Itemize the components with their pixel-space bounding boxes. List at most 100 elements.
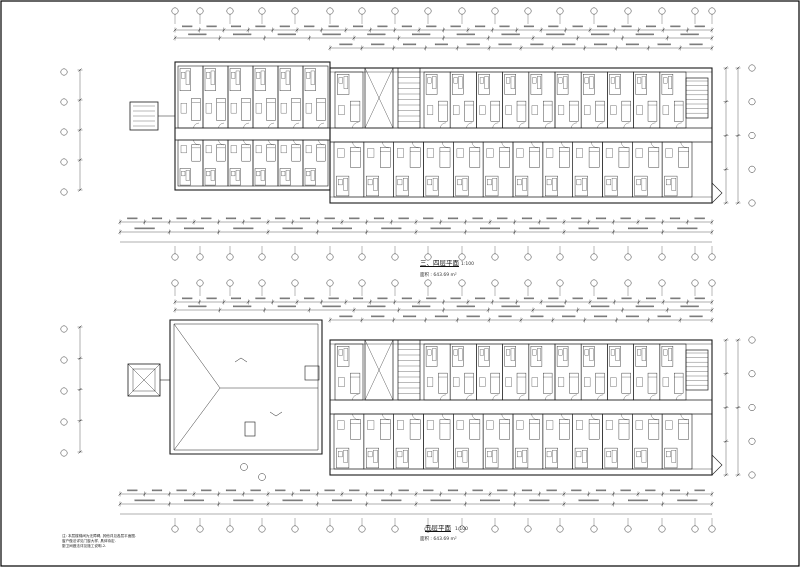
door-swing <box>597 394 604 401</box>
axis-bubble-bottom <box>658 253 666 261</box>
bathtub <box>210 70 215 85</box>
dimension-slash <box>417 28 421 32</box>
dimension-slash <box>78 387 82 392</box>
dimension-text-mark <box>353 25 364 28</box>
axis-bubble-right <box>748 98 756 106</box>
dimension-text-mark <box>184 227 204 230</box>
dimension-slash <box>290 492 295 496</box>
axis-bubble-right <box>748 199 756 207</box>
toilet <box>663 349 668 356</box>
dimension-text-mark <box>562 315 576 318</box>
axis-bubble-bottom <box>196 525 204 533</box>
bathroom <box>478 74 490 95</box>
bathroom <box>485 175 499 197</box>
bathtub <box>668 76 673 89</box>
dimension-text-mark <box>594 315 608 318</box>
dimension-text-mark <box>401 25 412 28</box>
dimension-slash <box>490 28 494 32</box>
axis-bubble-top <box>691 279 699 287</box>
bathtub <box>185 70 190 85</box>
axis-bubble-bottom <box>458 253 466 261</box>
bed <box>559 419 570 440</box>
upper-plan-title: 三、四层平面 <box>420 259 459 267</box>
axis-bubble-top <box>226 7 234 15</box>
desk <box>662 377 669 387</box>
dimension-slash <box>519 46 523 50</box>
dimension-slash <box>397 36 401 40</box>
dimension-text-mark <box>548 297 559 300</box>
bed <box>266 98 276 121</box>
bed <box>569 100 579 122</box>
dimension-text-mark <box>225 217 237 220</box>
dimension-slash <box>222 300 226 304</box>
dimension-slash <box>344 28 348 32</box>
dimension-slash <box>636 220 640 224</box>
bed <box>316 98 326 121</box>
axis-bubble-bottom <box>556 525 564 533</box>
desk <box>584 377 591 387</box>
dimension-slash <box>724 405 728 410</box>
dimension-text-mark <box>694 297 705 300</box>
dimension-text-mark <box>304 297 315 300</box>
dimension-slash <box>611 220 616 224</box>
bathtub <box>373 450 378 463</box>
dimension-slash <box>78 158 82 162</box>
bathroom <box>609 346 621 367</box>
dimension-slash <box>537 492 542 496</box>
axis-bubble-bottom <box>171 525 179 533</box>
desk <box>453 377 460 387</box>
dimension-text-mark <box>595 217 607 220</box>
east-entry <box>711 454 723 476</box>
toilet <box>231 171 236 177</box>
bed <box>647 100 658 122</box>
axis-bubble-bottom <box>424 253 432 261</box>
dimension-slash <box>614 318 619 322</box>
desk <box>662 105 669 115</box>
dimension-slash <box>360 318 364 322</box>
dimension-text-mark <box>625 315 639 318</box>
parapet-line <box>173 323 319 451</box>
axis-bubble-left <box>60 387 68 395</box>
dimension-slash <box>512 230 517 234</box>
bathroom <box>664 175 678 197</box>
dimension-slash <box>364 502 369 506</box>
dimension-text-mark <box>628 499 648 502</box>
bathtub <box>403 178 408 191</box>
dimension-slash <box>270 300 275 304</box>
toilet <box>666 451 671 458</box>
toilet <box>606 179 612 186</box>
desk <box>180 145 187 154</box>
dimension-slash <box>423 46 428 50</box>
dimension-text-mark <box>299 489 311 492</box>
bathroom <box>179 68 191 92</box>
dimension-slash <box>78 325 82 329</box>
dimension-slash <box>270 28 275 32</box>
dimension-slash <box>216 502 221 506</box>
bathroom <box>452 74 464 95</box>
dimension-slash <box>512 220 517 224</box>
bathtub <box>522 450 527 463</box>
door-swing <box>352 122 359 129</box>
bed <box>529 147 540 168</box>
dimension-slash <box>397 308 401 312</box>
bathroom <box>574 447 588 469</box>
bathroom <box>661 346 674 367</box>
bathroom <box>604 175 618 197</box>
dimension-slash <box>315 502 320 506</box>
bathroom <box>530 346 543 367</box>
axis-bubble-top <box>291 279 299 287</box>
dimension-text-mark <box>371 43 385 46</box>
door-swing <box>650 413 658 421</box>
dimension-text-mark <box>324 217 335 220</box>
bed <box>678 419 689 440</box>
dimension-slash <box>490 300 494 304</box>
dimension-text-mark <box>546 217 557 220</box>
axis-bubble-bottom <box>258 525 266 533</box>
axis-bubble-right <box>748 437 756 445</box>
axis-bubble-right <box>748 132 756 139</box>
axis-bubble-bottom <box>491 253 499 261</box>
axis-bubble-top <box>258 7 266 15</box>
dimension-text-mark <box>250 489 261 492</box>
dimension-text-mark <box>430 227 451 230</box>
bathroom <box>204 168 216 186</box>
